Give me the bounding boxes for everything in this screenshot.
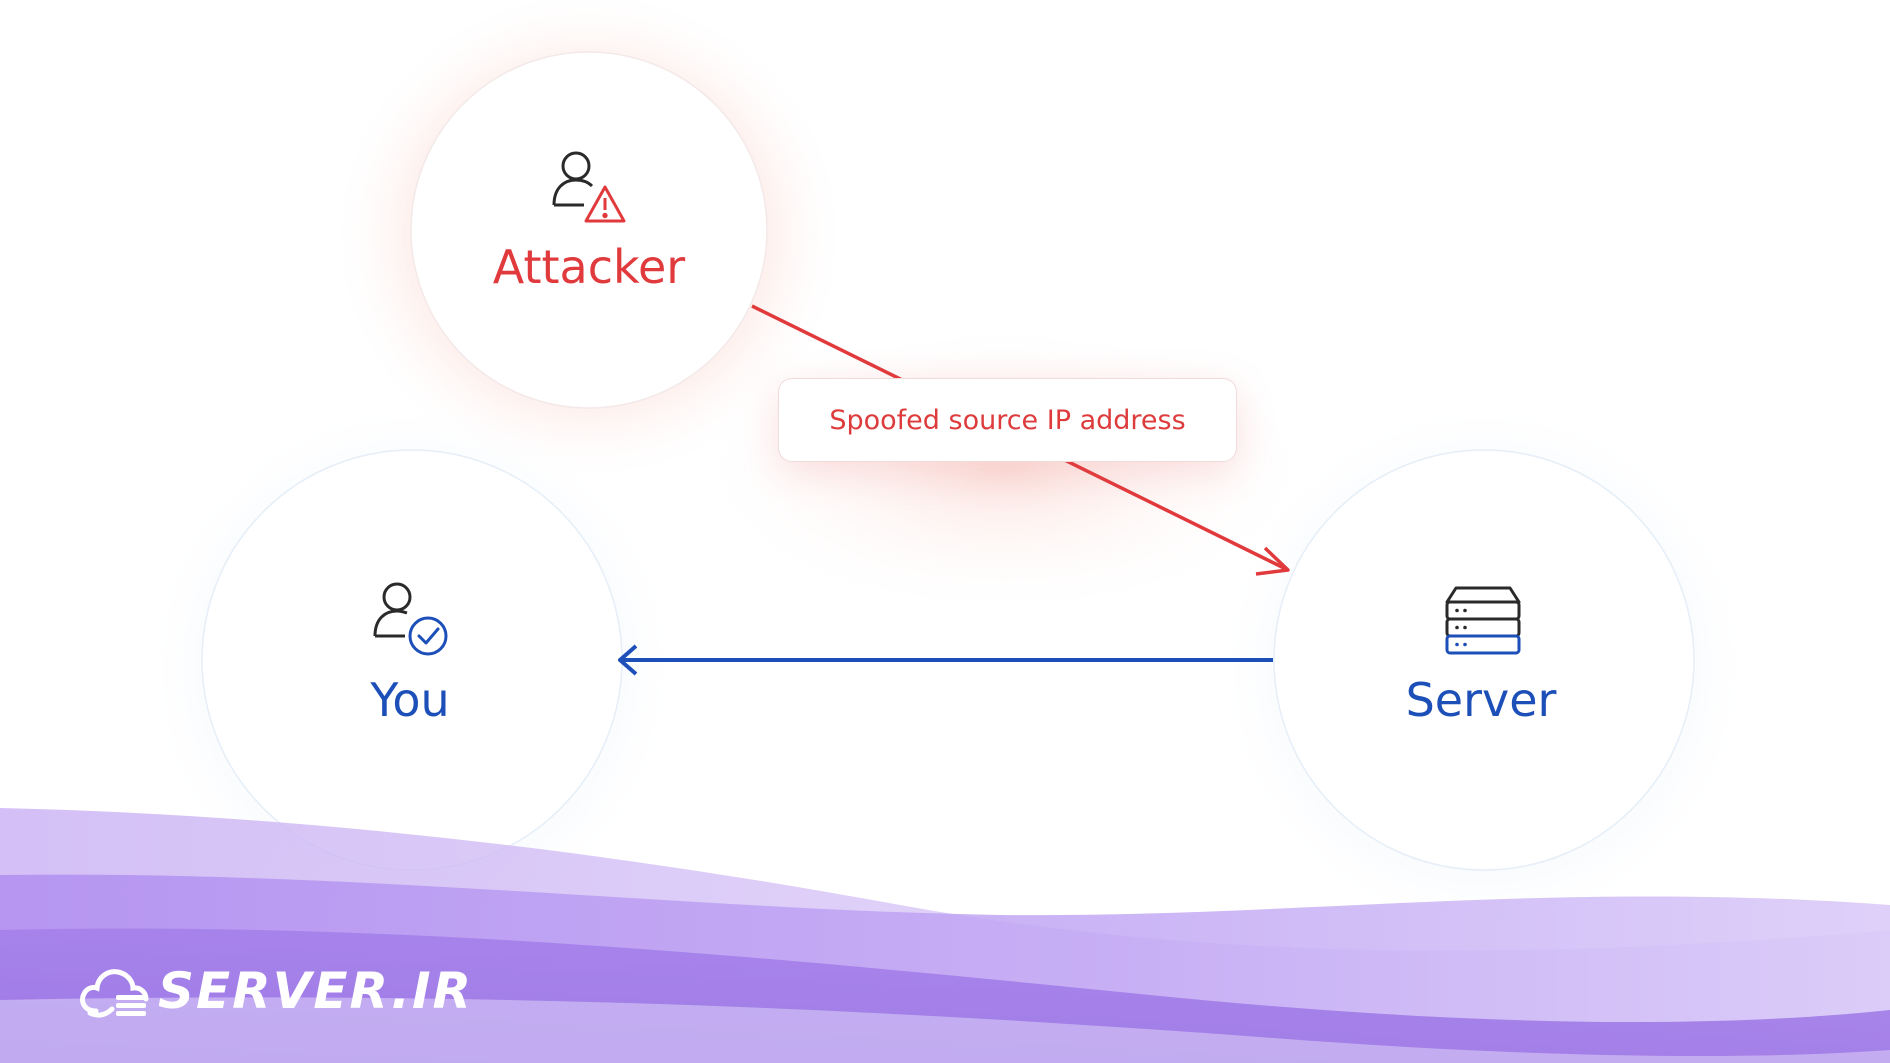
spoofed-ip-label-box: Spoofed source IP address [778,378,1237,462]
you-node [201,449,623,871]
brand-text: SERVER.IR [158,962,474,1020]
spoofed-ip-label: Spoofed source IP address [829,404,1186,436]
brand-watermark: SERVER.IR [76,958,473,1024]
you-label: You [370,673,450,727]
response-arrowhead [618,644,638,676]
attacker-node [410,51,768,409]
server-stack-icon [1445,586,1521,655]
label-glow [685,320,1325,620]
user-warning-icon [552,151,626,223]
attacker-label: Attacker [492,240,686,294]
wave-bottom-highlight [0,997,1890,1063]
server-node [1273,449,1695,871]
spoof-arrowhead [1255,546,1290,576]
cloud-server-logo [80,969,149,1018]
user-check-icon [373,582,448,656]
server-label: Server [1405,673,1557,727]
